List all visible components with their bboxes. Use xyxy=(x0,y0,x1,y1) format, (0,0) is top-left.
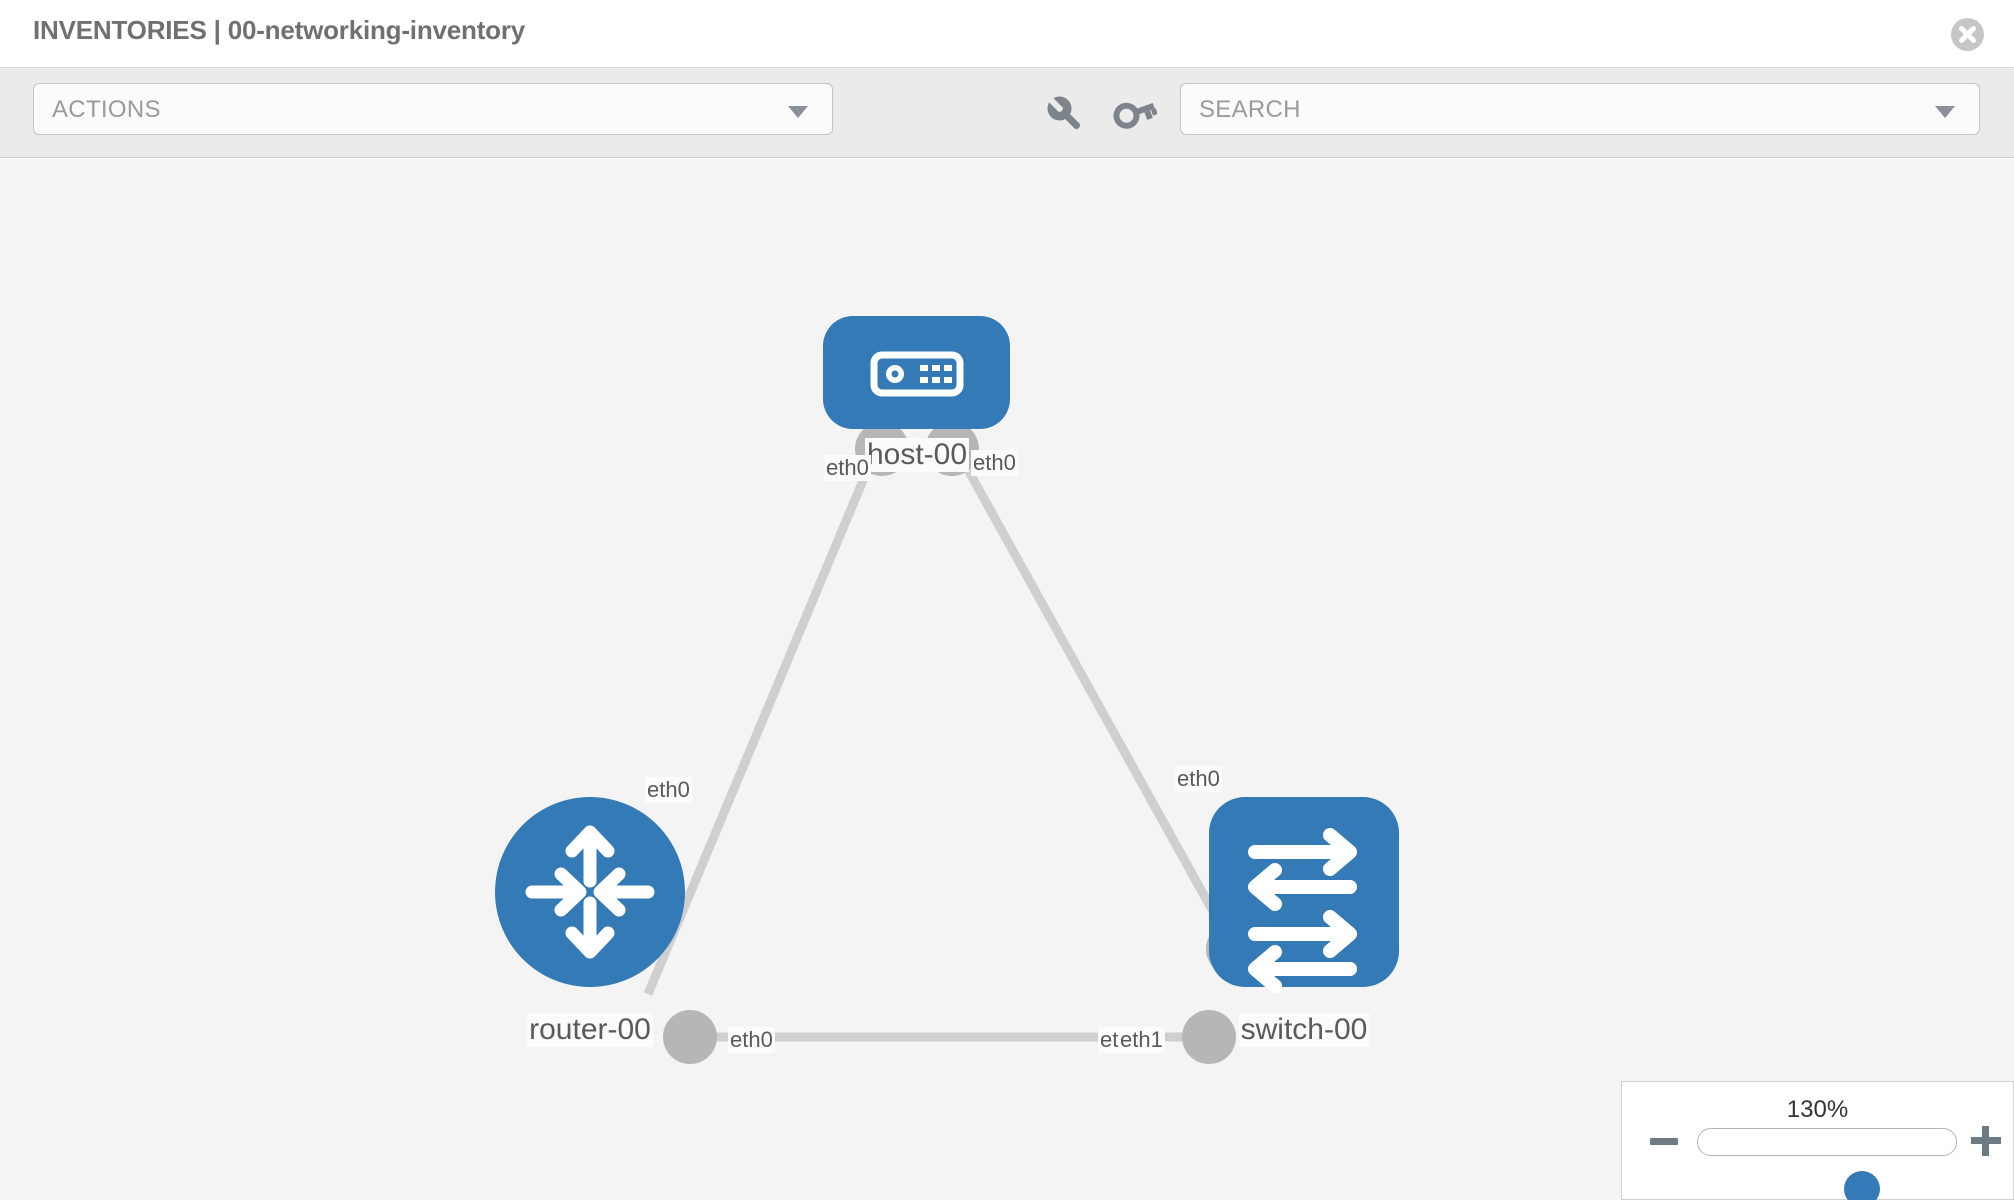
router-arrows-icon xyxy=(525,825,655,959)
topology-graph xyxy=(495,316,1399,1064)
close-icon[interactable] xyxy=(1951,18,1984,51)
pin-router00-right xyxy=(663,1010,717,1064)
wrench-icon[interactable] xyxy=(1041,90,1087,136)
chevron-down-icon xyxy=(1935,106,1955,118)
zoom-control-panel: 130% xyxy=(1621,1081,2014,1200)
zoom-slider-thumb[interactable] xyxy=(1844,1171,1880,1200)
edge-host00-router00 xyxy=(643,457,877,996)
plus-icon[interactable] xyxy=(1971,1126,2001,1156)
node-switch-00[interactable] xyxy=(1209,797,1399,993)
node-router-00-shape xyxy=(495,797,685,987)
edge-group xyxy=(643,456,1250,1042)
edge-label-host00-eth0-left: eth0 xyxy=(824,455,871,481)
key-icon[interactable] xyxy=(1111,90,1158,136)
minus-icon[interactable] xyxy=(1650,1138,1678,1145)
zoom-slider-track[interactable] xyxy=(1697,1128,1957,1200)
node-label-switch-00: switch-00 xyxy=(1238,1013,1370,1047)
zoom-level-label: 130% xyxy=(1786,1096,1849,1123)
edge-label-router00-eth0-side: eth0 xyxy=(728,1027,775,1053)
page-title: INVENTORIES | 00-networking-inventory xyxy=(33,15,526,45)
node-host-00-shape xyxy=(823,316,1010,429)
actions-dropdown[interactable]: ACTIONS xyxy=(33,83,833,135)
node-label-host-00: host-00 xyxy=(864,438,970,472)
topology-canvas[interactable]: host-00 router-00 switch-00 eth0 eth0 et… xyxy=(0,159,2014,1200)
edge-label-router00-eth0-up: eth0 xyxy=(645,777,692,803)
pin-switch00-left xyxy=(1182,1010,1236,1064)
node-label-router-00: router-00 xyxy=(527,1013,653,1047)
server-icon xyxy=(870,351,964,397)
edge-label-switch00-eth0-up: eth0 xyxy=(1175,766,1222,792)
actions-dropdown-label: ACTIONS xyxy=(52,96,161,123)
edge-label-switch00-eth1: eth1 xyxy=(1118,1027,1165,1053)
page-header: INVENTORIES | 00-networking-inventory xyxy=(0,0,2014,68)
edge-label-host00-eth0-right: eth0 xyxy=(971,450,1018,476)
edge-host00-switch00 xyxy=(958,456,1250,974)
search-input[interactable]: SEARCH xyxy=(1180,83,1980,135)
node-router-00[interactable] xyxy=(495,797,685,987)
search-placeholder: SEARCH xyxy=(1199,96,1301,123)
chevron-down-icon xyxy=(788,106,808,118)
switch-arrows-icon xyxy=(1248,828,1357,993)
node-host-00[interactable] xyxy=(823,316,1010,429)
